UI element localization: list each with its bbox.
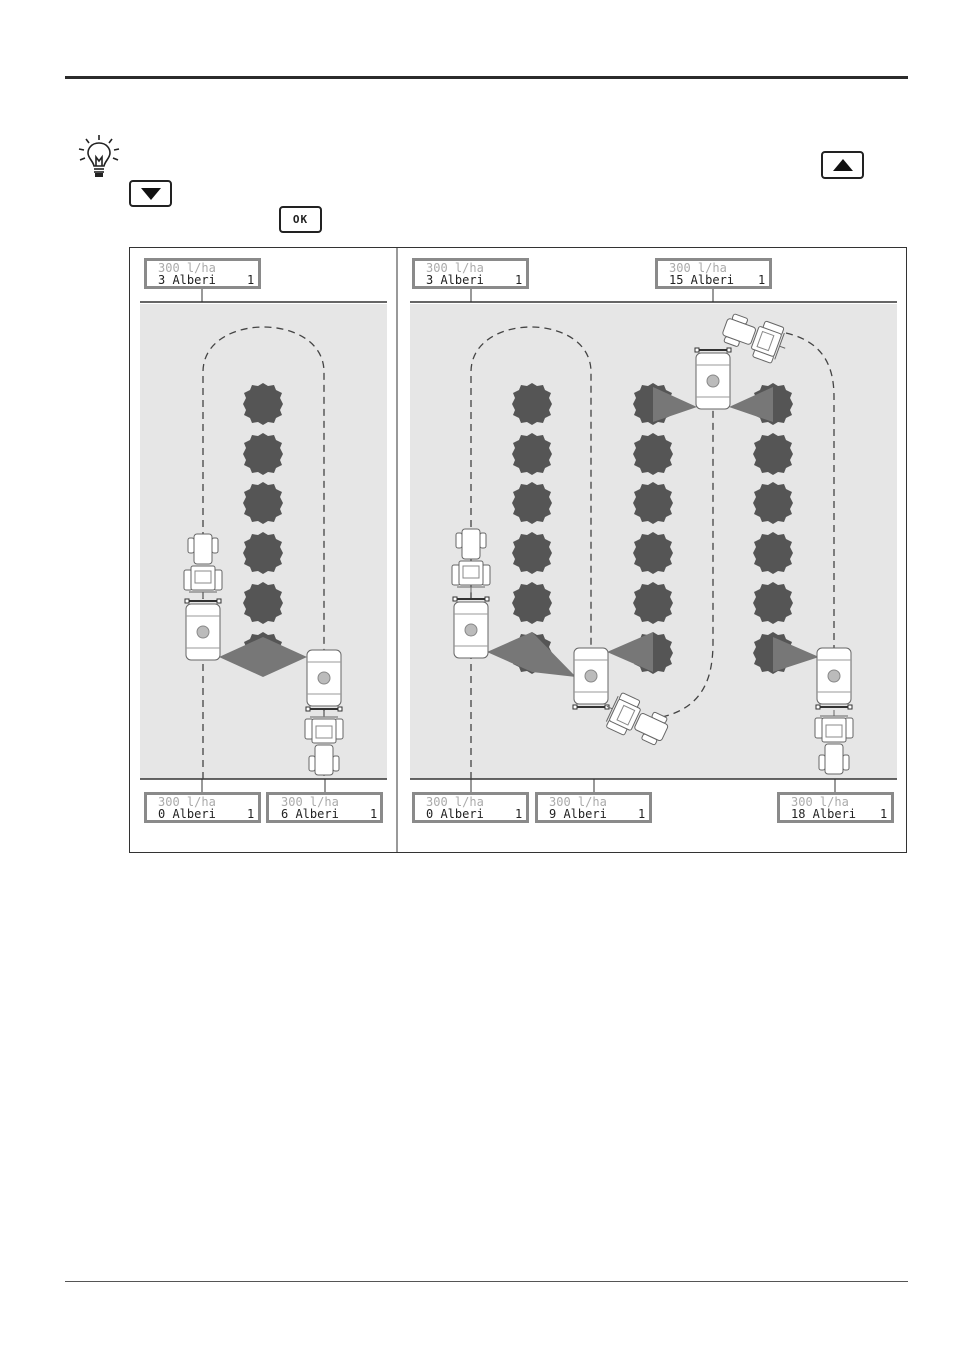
tree-count-label: 6 Alberi	[281, 807, 339, 821]
rate-label: 300 l/ha	[426, 795, 484, 809]
ok-button-label: OK	[292, 213, 309, 226]
right-panel	[410, 285, 897, 793]
tree-count-label: 0 Alberi	[426, 807, 484, 821]
arrow-down-button[interactable]	[129, 180, 172, 207]
display-left-bottom-1: 300 l/ha 0 Alberi 1	[144, 792, 261, 823]
row-label: 1	[247, 807, 254, 821]
rate-label: 300 l/ha	[426, 261, 484, 275]
display-left-top: 300 l/ha 3 Alberi 1	[144, 258, 261, 289]
rate-label: 300 l/ha	[549, 795, 607, 809]
rate-label: 300 l/ha	[158, 261, 216, 275]
rate-label: 300 l/ha	[281, 795, 339, 809]
row-label: 1	[247, 273, 254, 287]
row-label: 1	[515, 273, 522, 287]
arrow-down-icon	[140, 187, 161, 200]
left-panel	[140, 285, 387, 793]
display-right-bottom-1: 300 l/ha 0 Alberi 1	[412, 792, 529, 823]
arrow-up-button[interactable]	[821, 151, 864, 179]
display-right-top-1: 300 l/ha 3 Alberi 1	[412, 258, 529, 289]
lightbulb-icon	[78, 135, 120, 177]
tree-count-label: 3 Alberi	[426, 273, 484, 287]
rate-label: 300 l/ha	[791, 795, 849, 809]
display-right-top-2: 300 l/ha 15 Alberi 1	[655, 258, 772, 289]
rate-label: 300 l/ha	[158, 795, 216, 809]
row-label: 1	[638, 807, 645, 821]
row-label: 1	[515, 807, 522, 821]
ok-button[interactable]: OK	[279, 206, 322, 233]
display-right-bottom-2: 300 l/ha 9 Alberi 1	[535, 792, 652, 823]
sprayer-row-count-figure: 300 l/ha 3 Alberi 1 300 l/ha 0 Alberi 1 …	[129, 247, 907, 853]
arrow-up-icon	[832, 159, 853, 171]
row-label: 1	[758, 273, 765, 287]
footer-rule	[65, 1281, 908, 1282]
header-rule	[65, 76, 908, 79]
tree-count-label: 3 Alberi	[158, 273, 216, 287]
tree-count-label: 15 Alberi	[669, 273, 734, 287]
tree-count-label: 18 Alberi	[791, 807, 856, 821]
tree-count-label: 0 Alberi	[158, 807, 216, 821]
row-label: 1	[880, 807, 887, 821]
display-left-bottom-2: 300 l/ha 6 Alberi 1	[266, 792, 383, 823]
display-right-bottom-3: 300 l/ha 18 Alberi 1	[777, 792, 894, 823]
tree-count-label: 9 Alberi	[549, 807, 607, 821]
row-label: 1	[370, 807, 377, 821]
rate-label: 300 l/ha	[669, 261, 727, 275]
